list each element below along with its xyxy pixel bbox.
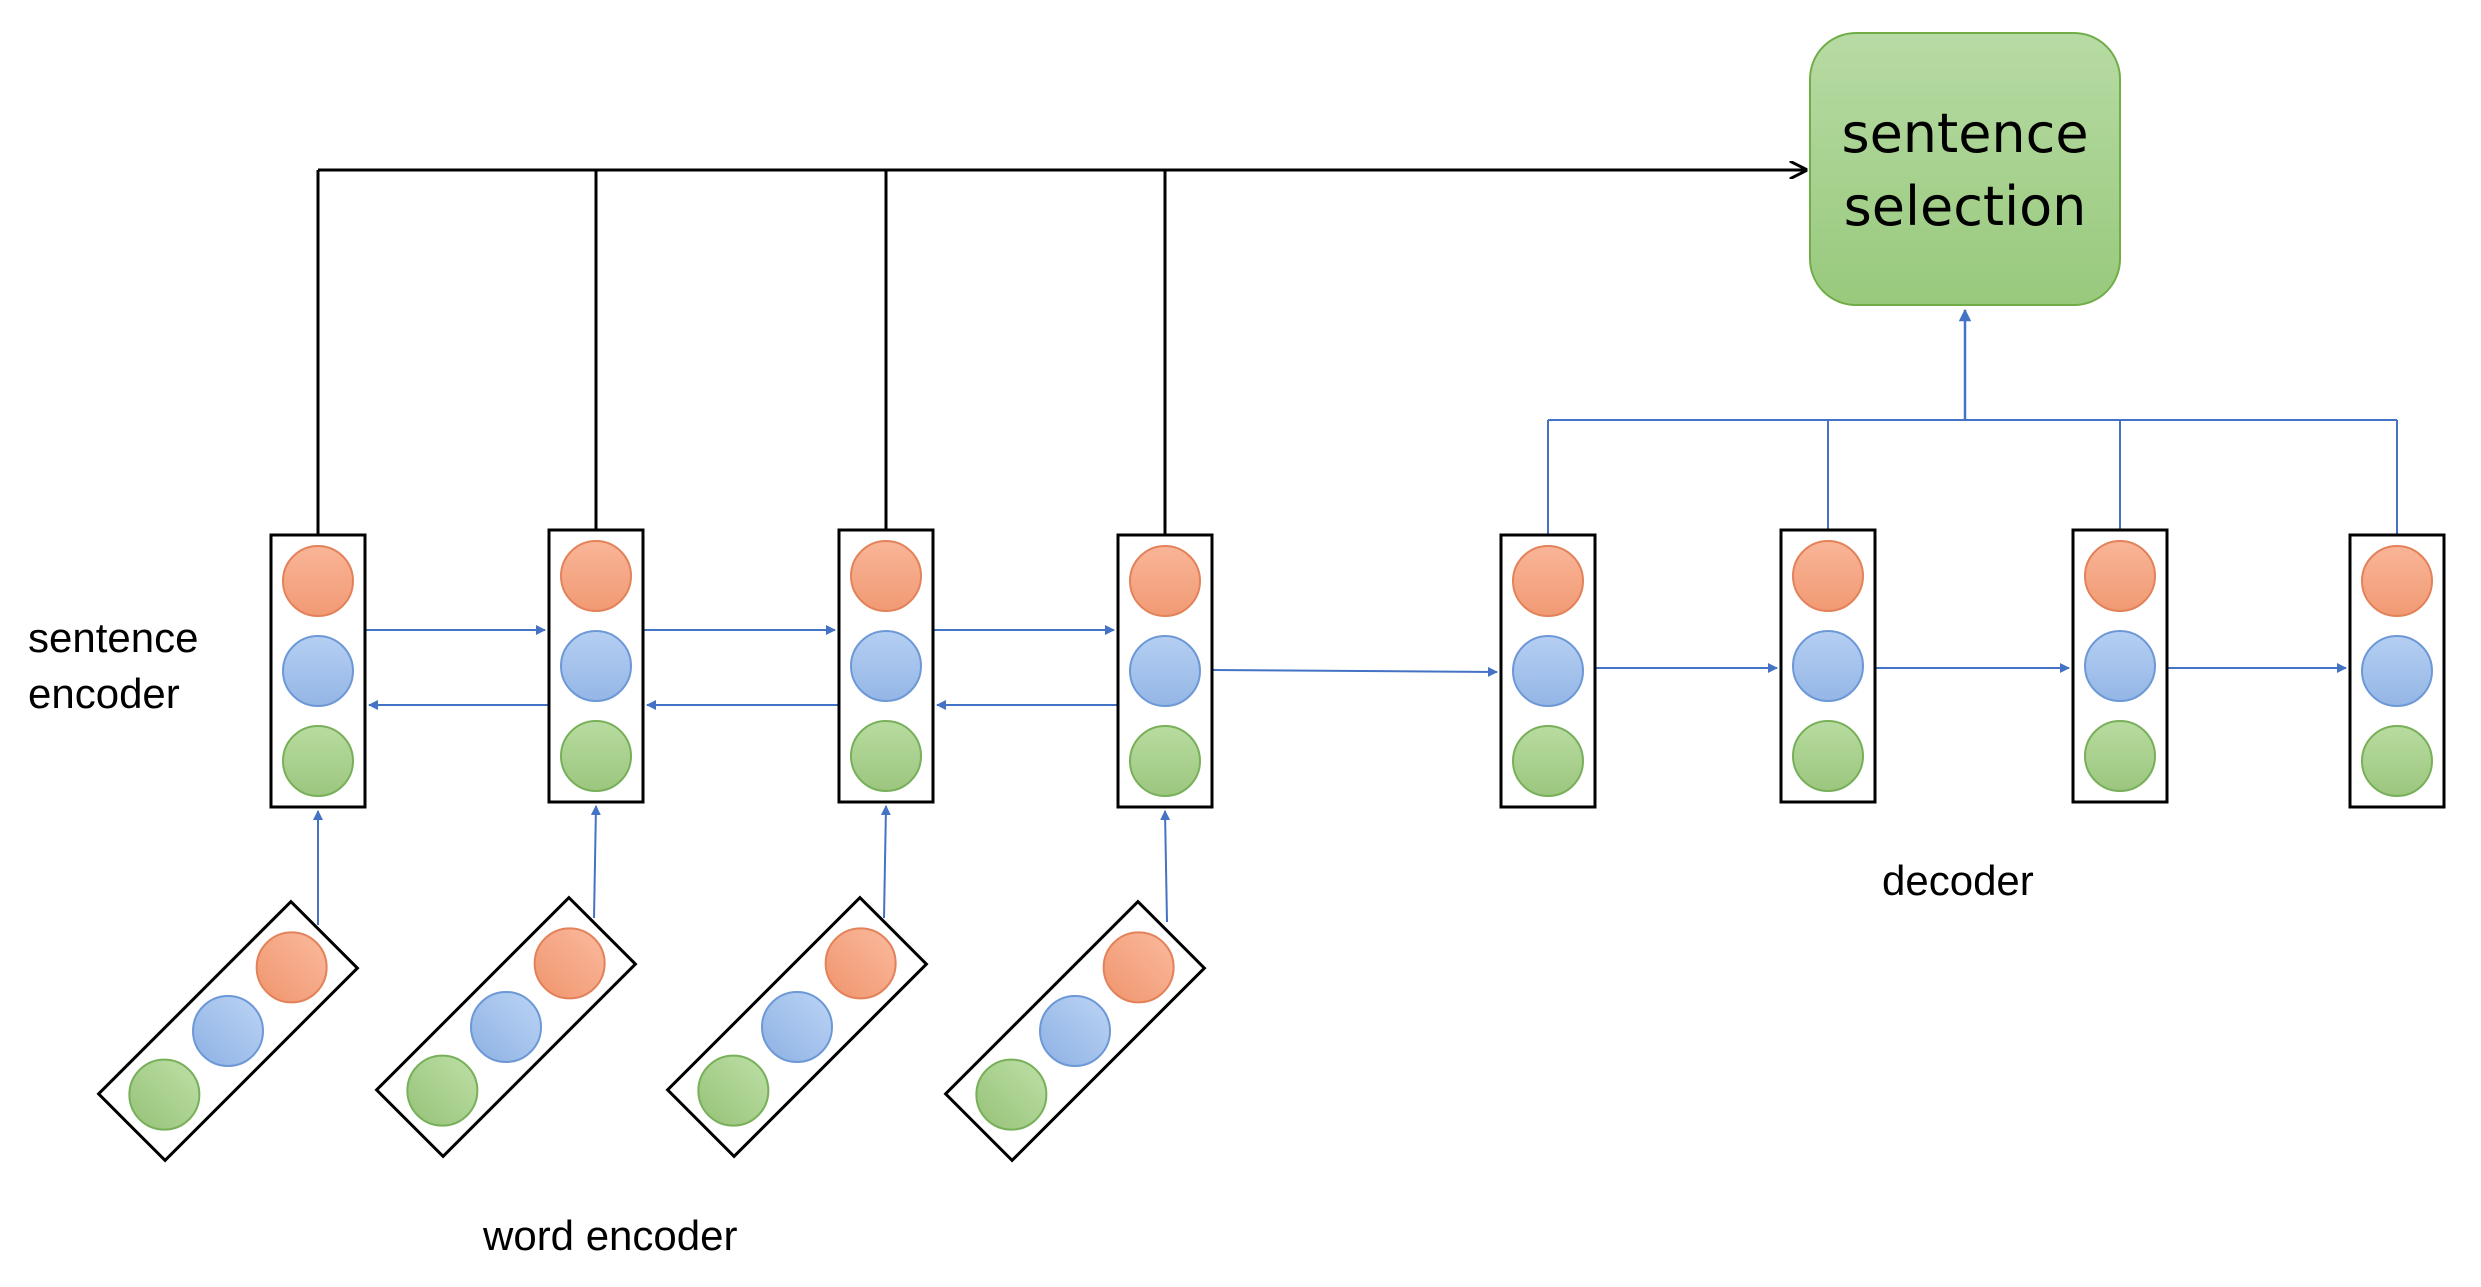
decoder-unit-4-orange-node [2361,545,2433,617]
sentence-encoder-unit-2-blue-node [560,630,632,702]
word-to-sentence-arrow-4 [1160,810,1171,923]
sentence-encoder-unit-1-green-node [282,725,354,797]
sentence-encoder-unit-4-blue-node [1129,635,1201,707]
word-to-sentence-arrow-2 [590,805,601,919]
word-encoder-unit-4 [943,899,1207,1163]
units [96,528,2446,1163]
sentence-encoder-unit-1-blue-node [282,635,354,707]
decoder-unit-2 [1779,528,1877,804]
sentence-selection-node: sentence selection [1809,32,2121,306]
decoder-unit-1 [1499,533,1597,809]
word-encoder-unit-1-blue-node [192,995,264,1067]
word-encoder-label: word encoder [482,1212,737,1259]
encoder-to-decoder-arrow [1211,666,1498,677]
decoder-unit-3-green-node [2084,720,2156,792]
word-encoder-unit-3-orange-node [824,927,897,1000]
decoder-unit-1-green-node [1512,725,1584,797]
decoder-unit-2-green-node [1792,720,1864,792]
sentence-encoder-unit-4-green-node [1129,725,1201,797]
decoder-unit-2-orange-node [1792,540,1864,612]
decoder-unit-4-blue-node [2361,635,2433,707]
sentence-encoder-unit-3 [837,528,935,804]
word-encoder-unit-2-blue-node [470,991,542,1063]
word-encoder-unit-4-orange-node [1102,931,1175,1004]
sentence-encoder-unit-3-green-node [850,720,922,792]
decoder-unit-2-blue-node [1792,630,1864,702]
sentence-encoder-unit-3-blue-node [850,630,922,702]
word-encoder-unit-2 [374,895,638,1159]
decoder-unit-4 [2348,533,2446,809]
decoder-unit-1-blue-node [1512,635,1584,707]
word-encoder-unit-3 [665,895,929,1159]
sentence-encoder-label-line2: encoder [28,670,180,717]
word-encoder-unit-3-blue-node [761,991,833,1063]
sentence-selection-label-line2: selection [1844,175,2087,238]
sentence-encoder-unit-3-orange-node [850,540,922,612]
decoder-unit-3-blue-node [2084,630,2156,702]
decoder-unit-3 [2071,528,2169,804]
sentence-encoder-unit-4 [1116,533,1214,809]
sentence-encoder-label-line1: sentence [28,614,198,661]
sentence-selection-label-line1: sentence [1841,102,2088,165]
connectors [313,170,2398,925]
word-encoder-unit-1-green-node [128,1058,201,1131]
decoder-label: decoder [1882,857,2034,904]
word-to-sentence-arrow-3 [880,805,891,919]
word-encoder-unit-2-orange-node [533,927,606,1000]
word-encoder-unit-1 [96,899,360,1163]
sentence-encoder-unit-1-orange-node [282,545,354,617]
sentence-encoder-unit-2-green-node [560,720,632,792]
sentence-encoder-unit-1 [269,533,367,809]
decoder-unit-4-green-node [2361,725,2433,797]
decoder-unit-1-orange-node [1512,545,1584,617]
sentence-encoder-unit-2 [547,528,645,804]
word-encoder-unit-4-green-node [975,1058,1048,1131]
word-encoder-unit-3-green-node [697,1054,770,1127]
sentence-selection-box [1809,32,2121,306]
sentence-encoder-unit-2-orange-node [560,540,632,612]
word-encoder-unit-4-blue-node [1039,995,1111,1067]
sentence-encoder-unit-4-orange-node [1129,545,1201,617]
word-encoder-unit-2-green-node [406,1054,479,1127]
decoder-unit-3-orange-node [2084,540,2156,612]
word-encoder-unit-1-orange-node [255,931,328,1004]
